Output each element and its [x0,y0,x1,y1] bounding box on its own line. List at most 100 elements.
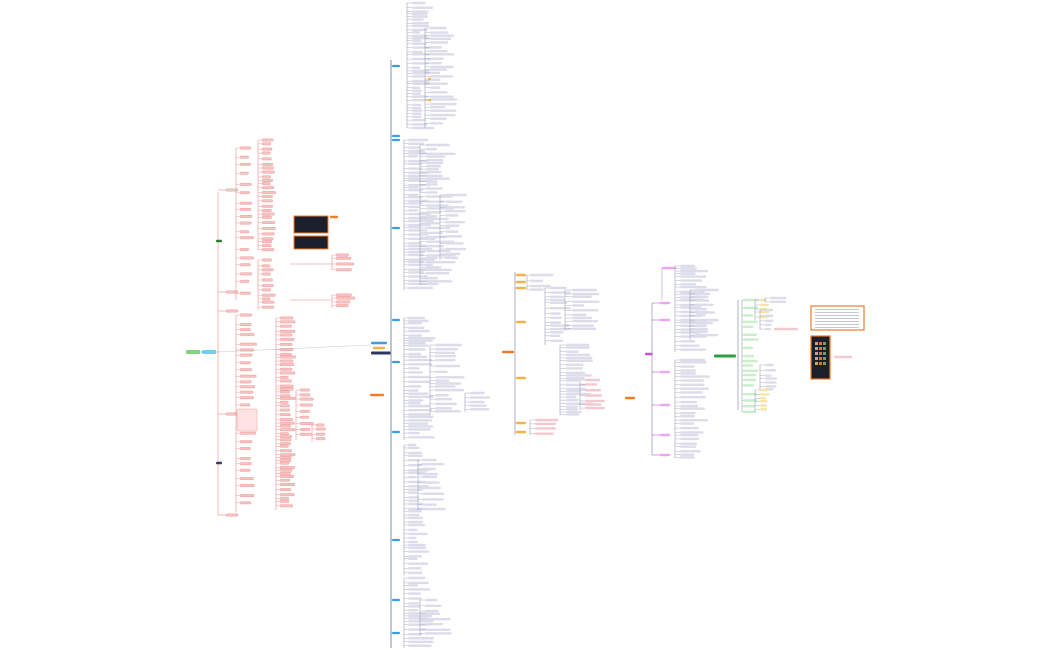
mindmap-leaf-node[interactable] [680,422,695,425]
mindmap-leaf-node[interactable] [261,170,275,174]
mindmap-leaf-node[interactable] [530,288,544,291]
mindmap-leaf-node[interactable] [261,297,271,301]
mindmap-leaf-node[interactable] [408,242,423,245]
mindmap-leaf-node[interactable] [261,175,272,179]
mindmap-leaf-node[interactable] [695,324,706,328]
mindmap-leaf-node[interactable] [239,457,251,460]
mindmap-leaf-node[interactable] [425,622,444,626]
mindmap-leaf-node[interactable] [412,53,434,56]
mindmap-leaf-node[interactable] [239,368,253,372]
mindmap-leaf-node[interactable] [695,311,716,314]
mindmap-leaf-node[interactable] [566,392,592,396]
mindmap-leaf-node[interactable] [412,106,422,110]
marker-node[interactable] [428,77,431,81]
mindmap-leaf-node[interactable] [765,385,777,388]
mindmap-leaf-node[interactable] [566,413,580,416]
mindmap-leaf-node[interactable] [335,304,349,307]
mindmap-leaf-node[interactable] [408,244,431,248]
mindmap-leaf-node[interactable] [408,395,434,398]
mindmap-leaf-node[interactable] [261,195,273,198]
mindmap-leaf-node[interactable] [430,41,449,44]
mindmap-leaf-node[interactable] [261,209,272,212]
mindmap-leaf-node[interactable] [239,477,254,480]
mindmap-leaf-node[interactable] [279,428,296,432]
mindmap-leaf-node[interactable] [408,571,423,575]
mindmap-leaf-node[interactable] [315,427,326,431]
mindmap-leaf-node[interactable] [279,316,294,320]
mindmap-leaf-node[interactable] [408,155,419,158]
mindmap-leaf-node[interactable] [550,291,571,294]
mindmap-leaf-node[interactable] [408,371,423,374]
mindmap-leaf-node[interactable] [425,609,439,613]
mindmap-leaf-node[interactable] [422,503,437,506]
mindmap-leaf-node[interactable] [408,348,426,351]
mindmap-leaf-node[interactable] [408,602,420,605]
mindmap-leaf-node[interactable] [408,212,431,216]
mindmap-leaf-node[interactable] [765,314,774,318]
mindmap-leaf-node[interactable] [765,327,772,331]
mindmap-leaf-node[interactable] [550,339,564,343]
mindmap-leaf-node[interactable] [760,310,770,314]
mindmap-leaf-node[interactable] [261,232,275,236]
mindmap-leaf-node[interactable] [279,456,292,459]
mindmap-leaf-node[interactable] [261,138,274,142]
mindmap-leaf-node[interactable] [680,344,700,347]
mindmap-leaf-node[interactable] [426,187,443,190]
mindmap-leaf-node[interactable] [412,95,428,98]
mindmap-leaf-node[interactable] [680,372,696,375]
mindmap-leaf-node[interactable] [680,395,706,399]
mindmap-leaf-node[interactable] [315,437,326,441]
mindmap-leaf-node[interactable] [279,453,296,457]
mindmap-leaf-node[interactable] [695,303,714,306]
mindmap-leaf-node[interactable] [566,398,579,402]
mindmap-leaf-node[interactable] [408,199,429,203]
mindmap-leaf-node[interactable] [408,389,419,392]
mindmap-leaf-node[interactable] [279,371,296,375]
mindmap-leaf-node[interactable] [239,468,251,472]
mindmap-leaf-node[interactable] [430,57,444,60]
mindmap-leaf-node[interactable] [279,320,296,324]
mindmap-leaf-node[interactable] [408,146,420,149]
mindmap-leaf-node[interactable] [408,640,434,643]
mindmap-leaf-node[interactable] [239,328,251,332]
mindmap-leaf-node[interactable] [680,269,709,273]
mindmap-leaf-node[interactable] [426,167,439,171]
mindmap-leaf-node[interactable] [566,390,581,393]
mindmap-leaf-node[interactable] [743,364,754,367]
middle-branch-node[interactable] [392,226,400,230]
mindmap-leaf-node[interactable] [239,263,251,267]
green-leaf-highlight[interactable] [774,327,798,331]
mindmap-leaf-node[interactable] [422,492,445,495]
mindmap-leaf-node[interactable] [261,258,272,262]
mindmap-leaf-node[interactable] [239,201,253,205]
mindmap-leaf-node[interactable] [261,237,274,241]
mindmap-leaf-node[interactable] [695,333,719,337]
mindmap-leaf-node[interactable] [261,248,275,252]
root-node[interactable] [186,350,200,354]
sub-branch-node[interactable] [225,309,239,313]
mindmap-leaf-node[interactable] [760,388,769,392]
mindmap-leaf-node[interactable] [770,300,787,304]
mindmap-leaf-node[interactable] [566,359,593,362]
mindmap-leaf-node[interactable] [408,142,425,145]
mindmap-leaf-node[interactable] [408,229,428,232]
mindmap-leaf-node[interactable] [261,221,276,224]
mindmap-leaf-node[interactable] [408,415,434,419]
root-child-node[interactable] [202,350,216,354]
mindmap-leaf-node[interactable] [566,346,590,349]
mindmap-leaf-node[interactable] [408,513,420,517]
mindmap-leaf-node[interactable] [299,422,314,425]
mindmap-leaf-node[interactable] [412,99,429,102]
purple-sub-node[interactable] [660,403,670,407]
mindmap-leaf-node[interactable] [408,567,422,570]
mindmap-leaf-node[interactable] [279,449,292,453]
mindmap-leaf-node[interactable] [239,431,256,435]
mindmap-leaf-node[interactable] [408,491,418,494]
mindmap-leaf-node[interactable] [680,348,706,351]
mindmap-leaf-node[interactable] [743,346,754,350]
purple-branch-node[interactable] [645,352,653,356]
mindmap-leaf-node[interactable] [426,143,450,147]
mindmap-leaf-node[interactable] [550,321,562,324]
mindmap-leaf-node[interactable] [695,314,706,317]
mindmap-leaf-node[interactable] [408,205,420,209]
